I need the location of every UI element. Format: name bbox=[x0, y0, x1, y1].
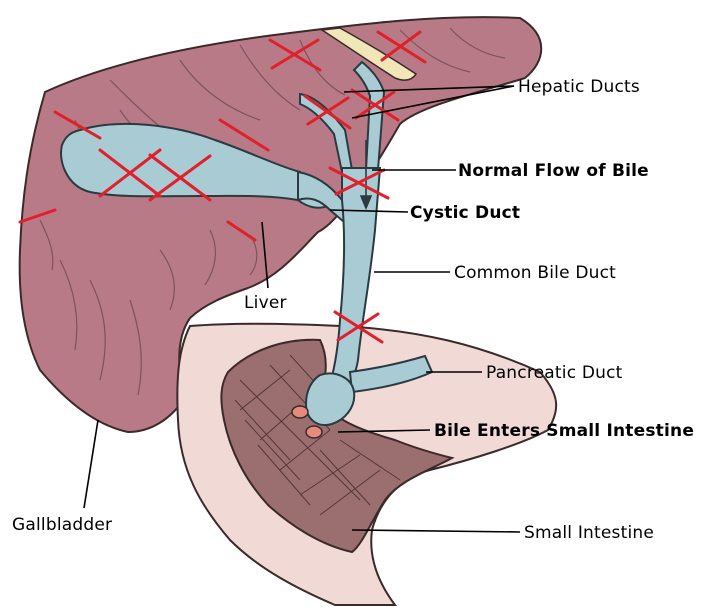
label-bile-enters: Bile Enters Small Intestine bbox=[434, 421, 694, 441]
leader-gallbladder bbox=[84, 420, 98, 508]
leader-small-intestine bbox=[352, 530, 520, 532]
label-normal-flow: Normal Flow of Bile bbox=[458, 161, 649, 181]
label-liver: Liver bbox=[244, 293, 287, 313]
label-gallbladder: Gallbladder bbox=[12, 515, 112, 535]
label-pancreatic-duct: Pancreatic Duct bbox=[486, 363, 623, 383]
label-common-bile-duct: Common Bile Duct bbox=[454, 263, 616, 283]
label-small-intestine: Small Intestine bbox=[524, 523, 654, 543]
label-cystic-duct: Cystic Duct bbox=[410, 203, 520, 223]
label-hepatic-ducts: Hepatic Ducts bbox=[518, 77, 640, 97]
